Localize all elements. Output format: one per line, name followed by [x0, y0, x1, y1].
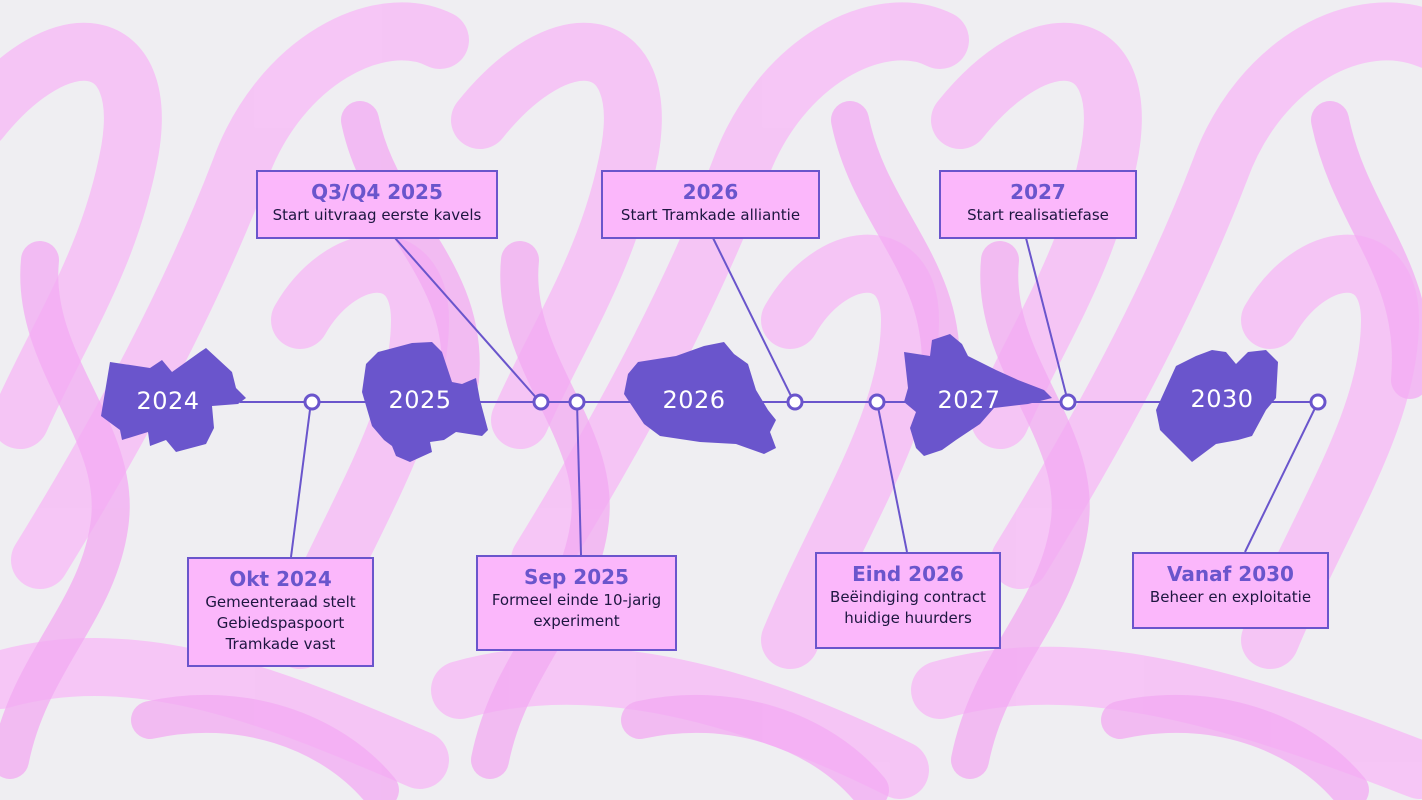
year-shape-2024 [101, 348, 246, 452]
timeline-node [1059, 393, 1077, 411]
timeline-node [568, 393, 586, 411]
year-label-2024: 2024 [136, 387, 200, 415]
milestone-description: Start uitvraag eerste kavels [272, 206, 482, 224]
milestone-date: Vanaf 2030 [1167, 562, 1294, 586]
milestone-date: 2026 [682, 180, 739, 204]
milestone-date: 2027 [1010, 180, 1066, 204]
year-shape-2030 [1156, 350, 1278, 462]
year-shape-2027 [904, 334, 1052, 456]
timeline-node [786, 393, 804, 411]
year-shape-2026 [624, 342, 776, 454]
milestone-description: Start realisatiefase [967, 206, 1109, 224]
timeline-node [1309, 393, 1327, 411]
year-label-2027: 2027 [937, 386, 1001, 414]
connector-line [576, 401, 582, 556]
milestone-box: Sep 2025 Formeel einde 10-jarig experime… [476, 555, 677, 651]
milestone-description: Start Tramkade alliantie [620, 206, 801, 224]
milestone-box: Vanaf 2030 Beheer en exploitatie [1132, 552, 1329, 629]
milestone-date: Sep 2025 [524, 565, 629, 589]
milestone-box: Q3/Q4 2025 Start uitvraag eerste kavels [256, 170, 498, 239]
milestone-date: Q3/Q4 2025 [311, 180, 443, 204]
milestone-description: Beëindiging contract huidige huurders [830, 588, 986, 627]
year-label-2030: 2030 [1190, 385, 1254, 413]
connector-line [876, 401, 908, 553]
timeline-node [303, 393, 321, 411]
timeline-node [532, 393, 550, 411]
connector-line [290, 401, 312, 558]
milestone-box: Eind 2026 Beëindiging contract huidige h… [815, 552, 1001, 649]
milestone-box: 2027 Start realisatiefase [939, 170, 1137, 239]
milestone-date: Okt 2024 [229, 567, 332, 591]
milestone-box: 2026 Start Tramkade alliantie [601, 170, 820, 239]
connector-line [712, 237, 795, 403]
connector-line [1244, 401, 1319, 553]
year-label-2026: 2026 [662, 386, 726, 414]
milestone-date: Eind 2026 [852, 562, 964, 586]
year-label-2025: 2025 [388, 386, 452, 414]
milestone-description: Formeel einde 10-jarig experiment [491, 591, 662, 630]
milestone-box: Okt 2024 Gemeenteraad stelt Gebiedspaspo… [187, 557, 374, 667]
timeline-node [868, 393, 886, 411]
year-shape-2025 [362, 342, 488, 462]
milestone-description: Gemeenteraad stelt Gebiedspaspoort Tramk… [205, 593, 356, 653]
connector-line [394, 237, 541, 403]
connector-line [1025, 237, 1069, 403]
milestone-description: Beheer en exploitatie [1149, 588, 1312, 606]
